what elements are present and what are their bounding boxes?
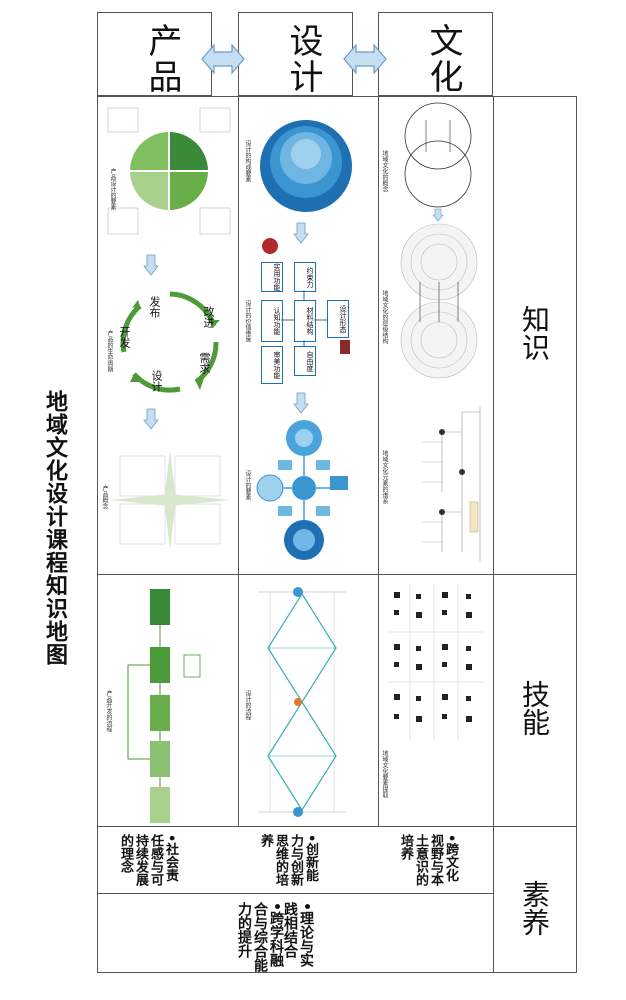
bullet-icon: • <box>268 902 284 911</box>
lifecycle-label: 发布 <box>148 296 161 318</box>
header-product: 产品 <box>97 12 212 96</box>
literacy-design-text: 创新能力与创新思维的培养 <box>258 834 318 886</box>
literacy-bottom-1-text: 跨学科融合与综合能力的提升 <box>236 902 284 972</box>
row-label-literacy: 素养 <box>518 880 551 936</box>
lifecycle-label: 设计 <box>150 370 163 392</box>
caption: 产品开发的流程 <box>105 690 112 732</box>
design-value-box: 审美功能 <box>261 346 283 384</box>
culture-hierarchy-diagram <box>400 223 478 379</box>
literacy-product: •社会责任感与可持续发展的理念 <box>118 834 178 890</box>
literacy-bottom-1: •跨学科融合与综合能力的提升 <box>236 902 284 972</box>
design-process-diagram <box>258 587 346 817</box>
caption: 设计的价值维度 <box>244 300 251 342</box>
design-value-box: 认知功能 <box>261 300 283 342</box>
literacy-bottom-2: •理论与实践相结合 <box>282 902 314 972</box>
design-value-box: 自由度 <box>294 346 316 376</box>
product-elements-diagram <box>107 107 231 235</box>
lifecycle-label: 改进 <box>202 306 215 328</box>
header-design: 设计 <box>238 12 353 96</box>
design-value-box: 约束力 <box>294 262 316 292</box>
caption: 产品概念 <box>101 485 108 509</box>
caption: 设计的要素 <box>244 470 251 500</box>
column-title-culture: 文化 <box>423 23 463 95</box>
caption: 地域文化元素的谱系 <box>381 450 388 504</box>
culture-element-tree <box>422 406 481 562</box>
literacy-culture: •跨文化视野与本土意识的培养 <box>398 834 458 890</box>
down-arrow-icon <box>143 408 159 430</box>
row-label-skills: 技能 <box>518 680 551 736</box>
caption: 设计的构成要素 <box>244 140 251 182</box>
design-value-box: 实用功能 <box>261 262 283 292</box>
design-elements-diagram <box>260 120 352 212</box>
design-value-box: 设计形态 <box>327 300 349 338</box>
double-arrow-icon <box>343 43 387 75</box>
design-value-connectors <box>281 290 327 346</box>
bullet-icon: • <box>163 834 178 843</box>
caption: 地域文化要素提取 <box>381 750 388 798</box>
literacy-product-text: 社会责任感与可持续发展的理念 <box>118 834 178 886</box>
caption: 地域文化的层级结构 <box>381 290 388 344</box>
bullet-icon: • <box>298 902 314 911</box>
caption: 产品的生命周期 <box>106 330 113 372</box>
double-arrow-icon <box>201 43 245 75</box>
product-concept-diagram <box>110 450 230 550</box>
page-title: 地域文化设计课程知识地图 <box>42 390 67 666</box>
bullet-icon: • <box>443 834 458 843</box>
design-network-diagram <box>256 420 348 560</box>
caption: 设计的流程 <box>244 690 251 720</box>
culture-extract-grid <box>388 584 484 740</box>
culture-venn-diagram <box>404 102 472 208</box>
column-divider <box>378 96 379 826</box>
row-label-knowledge: 知识 <box>518 305 551 361</box>
lifecycle-label: 开发 <box>118 326 131 348</box>
down-arrow-icon <box>143 254 159 276</box>
figure-icon <box>262 238 278 254</box>
down-arrow-icon <box>432 208 444 222</box>
building-icon <box>340 340 350 354</box>
header-culture: 文化 <box>378 12 493 96</box>
bullet-icon: • <box>303 834 318 843</box>
column-title-design: 设计 <box>283 23 323 95</box>
down-arrow-icon <box>293 222 309 244</box>
column-divider <box>493 96 494 973</box>
caption: 地域文化的概念 <box>381 150 388 192</box>
row-divider <box>97 826 577 827</box>
product-lifecycle-diagram <box>120 291 220 393</box>
column-title-product: 产品 <box>142 23 182 95</box>
grid-frame <box>97 96 577 973</box>
column-divider <box>238 96 239 826</box>
lifecycle-label: 需求 <box>198 352 211 374</box>
down-arrow-icon <box>293 392 309 414</box>
literacy-culture-text: 跨文化视野与本土意识的培养 <box>398 834 458 886</box>
literacy-bottom-2-text: 理论与实践相结合 <box>282 902 314 967</box>
row-divider <box>97 574 577 575</box>
caption: 产品设计的要素 <box>109 168 116 210</box>
design-value-box: 材料结构 <box>294 300 316 342</box>
row-divider <box>97 893 493 894</box>
product-dev-flow <box>127 589 201 823</box>
literacy-design: •创新能力与创新思维的培养 <box>258 834 318 890</box>
